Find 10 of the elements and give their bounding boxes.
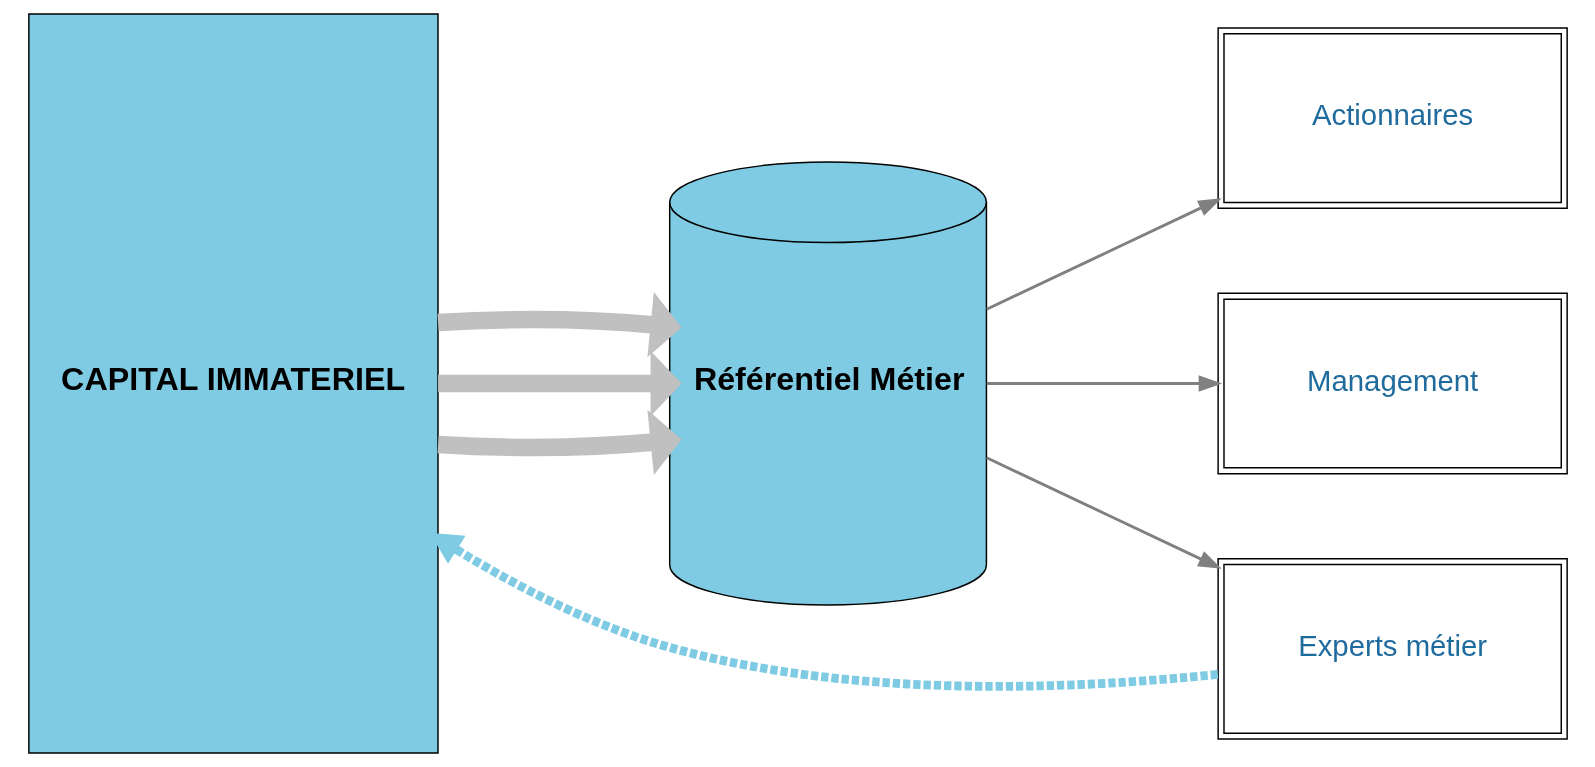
arrow bbox=[437, 409, 682, 476]
arrow bbox=[985, 198, 1222, 311]
arrow bbox=[986, 375, 1222, 392]
node-box: CAPITAL IMMATERIEL bbox=[27, 13, 439, 754]
node-box: Experts métier bbox=[1216, 558, 1568, 740]
arrow bbox=[985, 456, 1222, 569]
arrow bbox=[437, 291, 682, 358]
node-box: Management bbox=[1216, 292, 1568, 475]
node-box: Actionnaires bbox=[1216, 27, 1568, 209]
arrow bbox=[437, 350, 682, 417]
